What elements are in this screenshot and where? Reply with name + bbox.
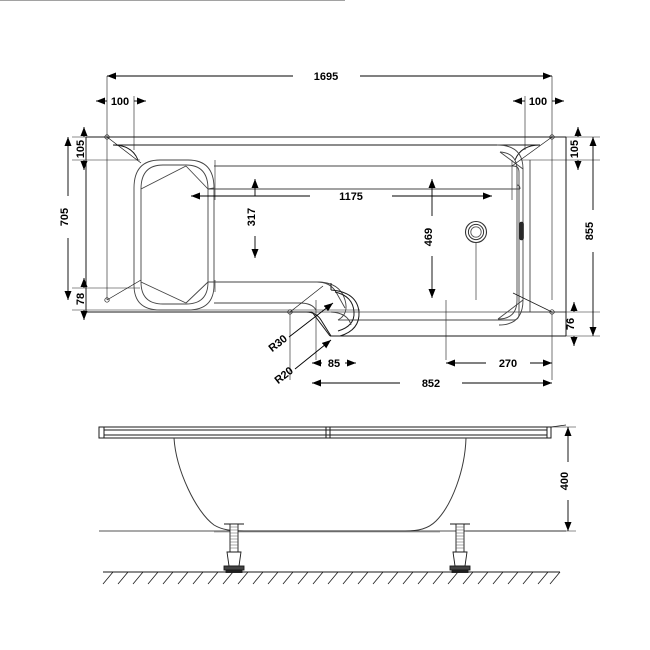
dim-right-offset-100: 100: [513, 96, 564, 108]
dim-narrow-width-317: 317: [246, 179, 259, 258]
dim-left-bottom-78: 78: [75, 278, 88, 320]
dim-label-85: 85: [328, 358, 340, 370]
side-view-group: 400: [98, 424, 576, 585]
bath-rim: [98, 424, 567, 439]
dim-label-400: 400: [559, 472, 571, 490]
floor-hatching: [102, 571, 561, 585]
dim-label-705: 705: [59, 208, 71, 226]
bath-step-corner: [86, 283, 360, 337]
plan-corner-leaders: [104, 134, 555, 315]
dim-bottom-overall-852: 852: [312, 378, 552, 390]
dim-right-inset-105: 105: [569, 127, 582, 170]
dim-label-right-100: 100: [529, 96, 547, 108]
dim-label-1695: 1695: [314, 71, 338, 83]
support-leg-left: [223, 523, 245, 573]
dim-right-bottom-270: 270: [446, 358, 552, 370]
dim-label-1175: 1175: [339, 191, 363, 203]
dim-wide-width-469: 469: [423, 179, 436, 298]
dim-label-270: 270: [499, 358, 517, 370]
dim-label-right-105: 105: [569, 140, 581, 158]
dim-overall-length-1695: 1695: [107, 71, 552, 83]
dim-label-78: 78: [75, 293, 87, 305]
dim-label-855: 855: [584, 222, 596, 240]
dim-height-400: 400: [559, 427, 572, 531]
side-extension-lines: [466, 426, 576, 532]
dim-label-left-105: 105: [75, 140, 87, 158]
dim-left-inset-105: 105: [75, 127, 88, 170]
dim-right-bottom-76: 76: [565, 302, 578, 346]
dim-width-705: 705: [59, 137, 72, 300]
dim-label-469: 469: [423, 228, 435, 246]
waste-outlet-circle: [464, 220, 488, 300]
dim-label-852: 852: [422, 378, 440, 390]
plan-view-group: 1695 100 100 105 105: [0, 0, 600, 390]
dim-width-855: 855: [584, 137, 597, 336]
dim-step-offset-85: 85: [312, 358, 356, 370]
dim-label-317: 317: [246, 208, 258, 226]
dim-inner-length-1175: 1175: [191, 191, 492, 203]
bath-bottom-radius-detail: [330, 311, 352, 326]
overflow-slot: [519, 221, 524, 241]
dim-label-76: 76: [565, 318, 577, 330]
dim-label-left-100: 100: [111, 96, 129, 108]
dim-left-offset-100: 100: [96, 96, 146, 108]
support-leg-right: [449, 523, 471, 573]
